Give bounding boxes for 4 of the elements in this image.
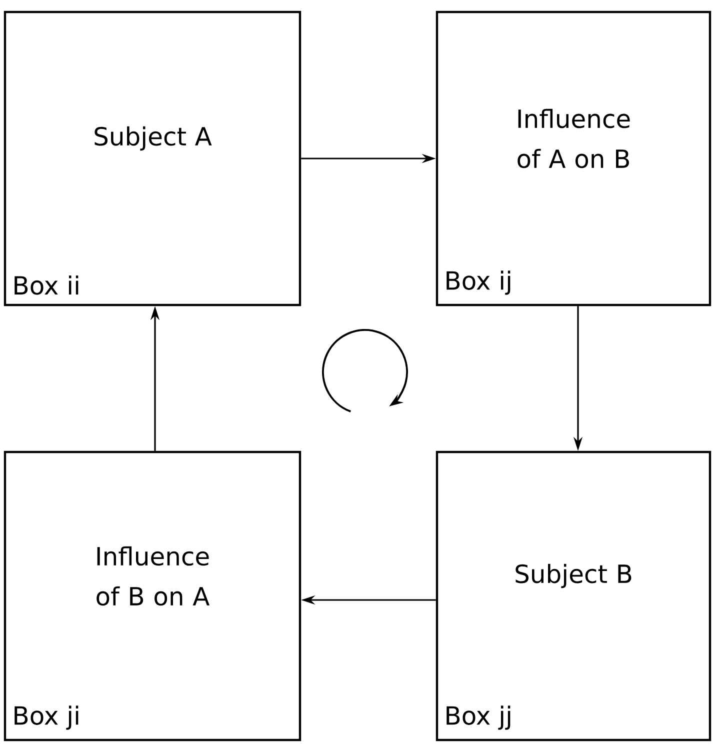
process-box: Influence of A on B Box ij bbox=[436, 10, 712, 306]
process-box: Subject A Box ii bbox=[4, 10, 302, 306]
process-box: Influence of B on A Box ji bbox=[4, 450, 302, 742]
process-box: Subject B Box jj bbox=[436, 450, 712, 742]
